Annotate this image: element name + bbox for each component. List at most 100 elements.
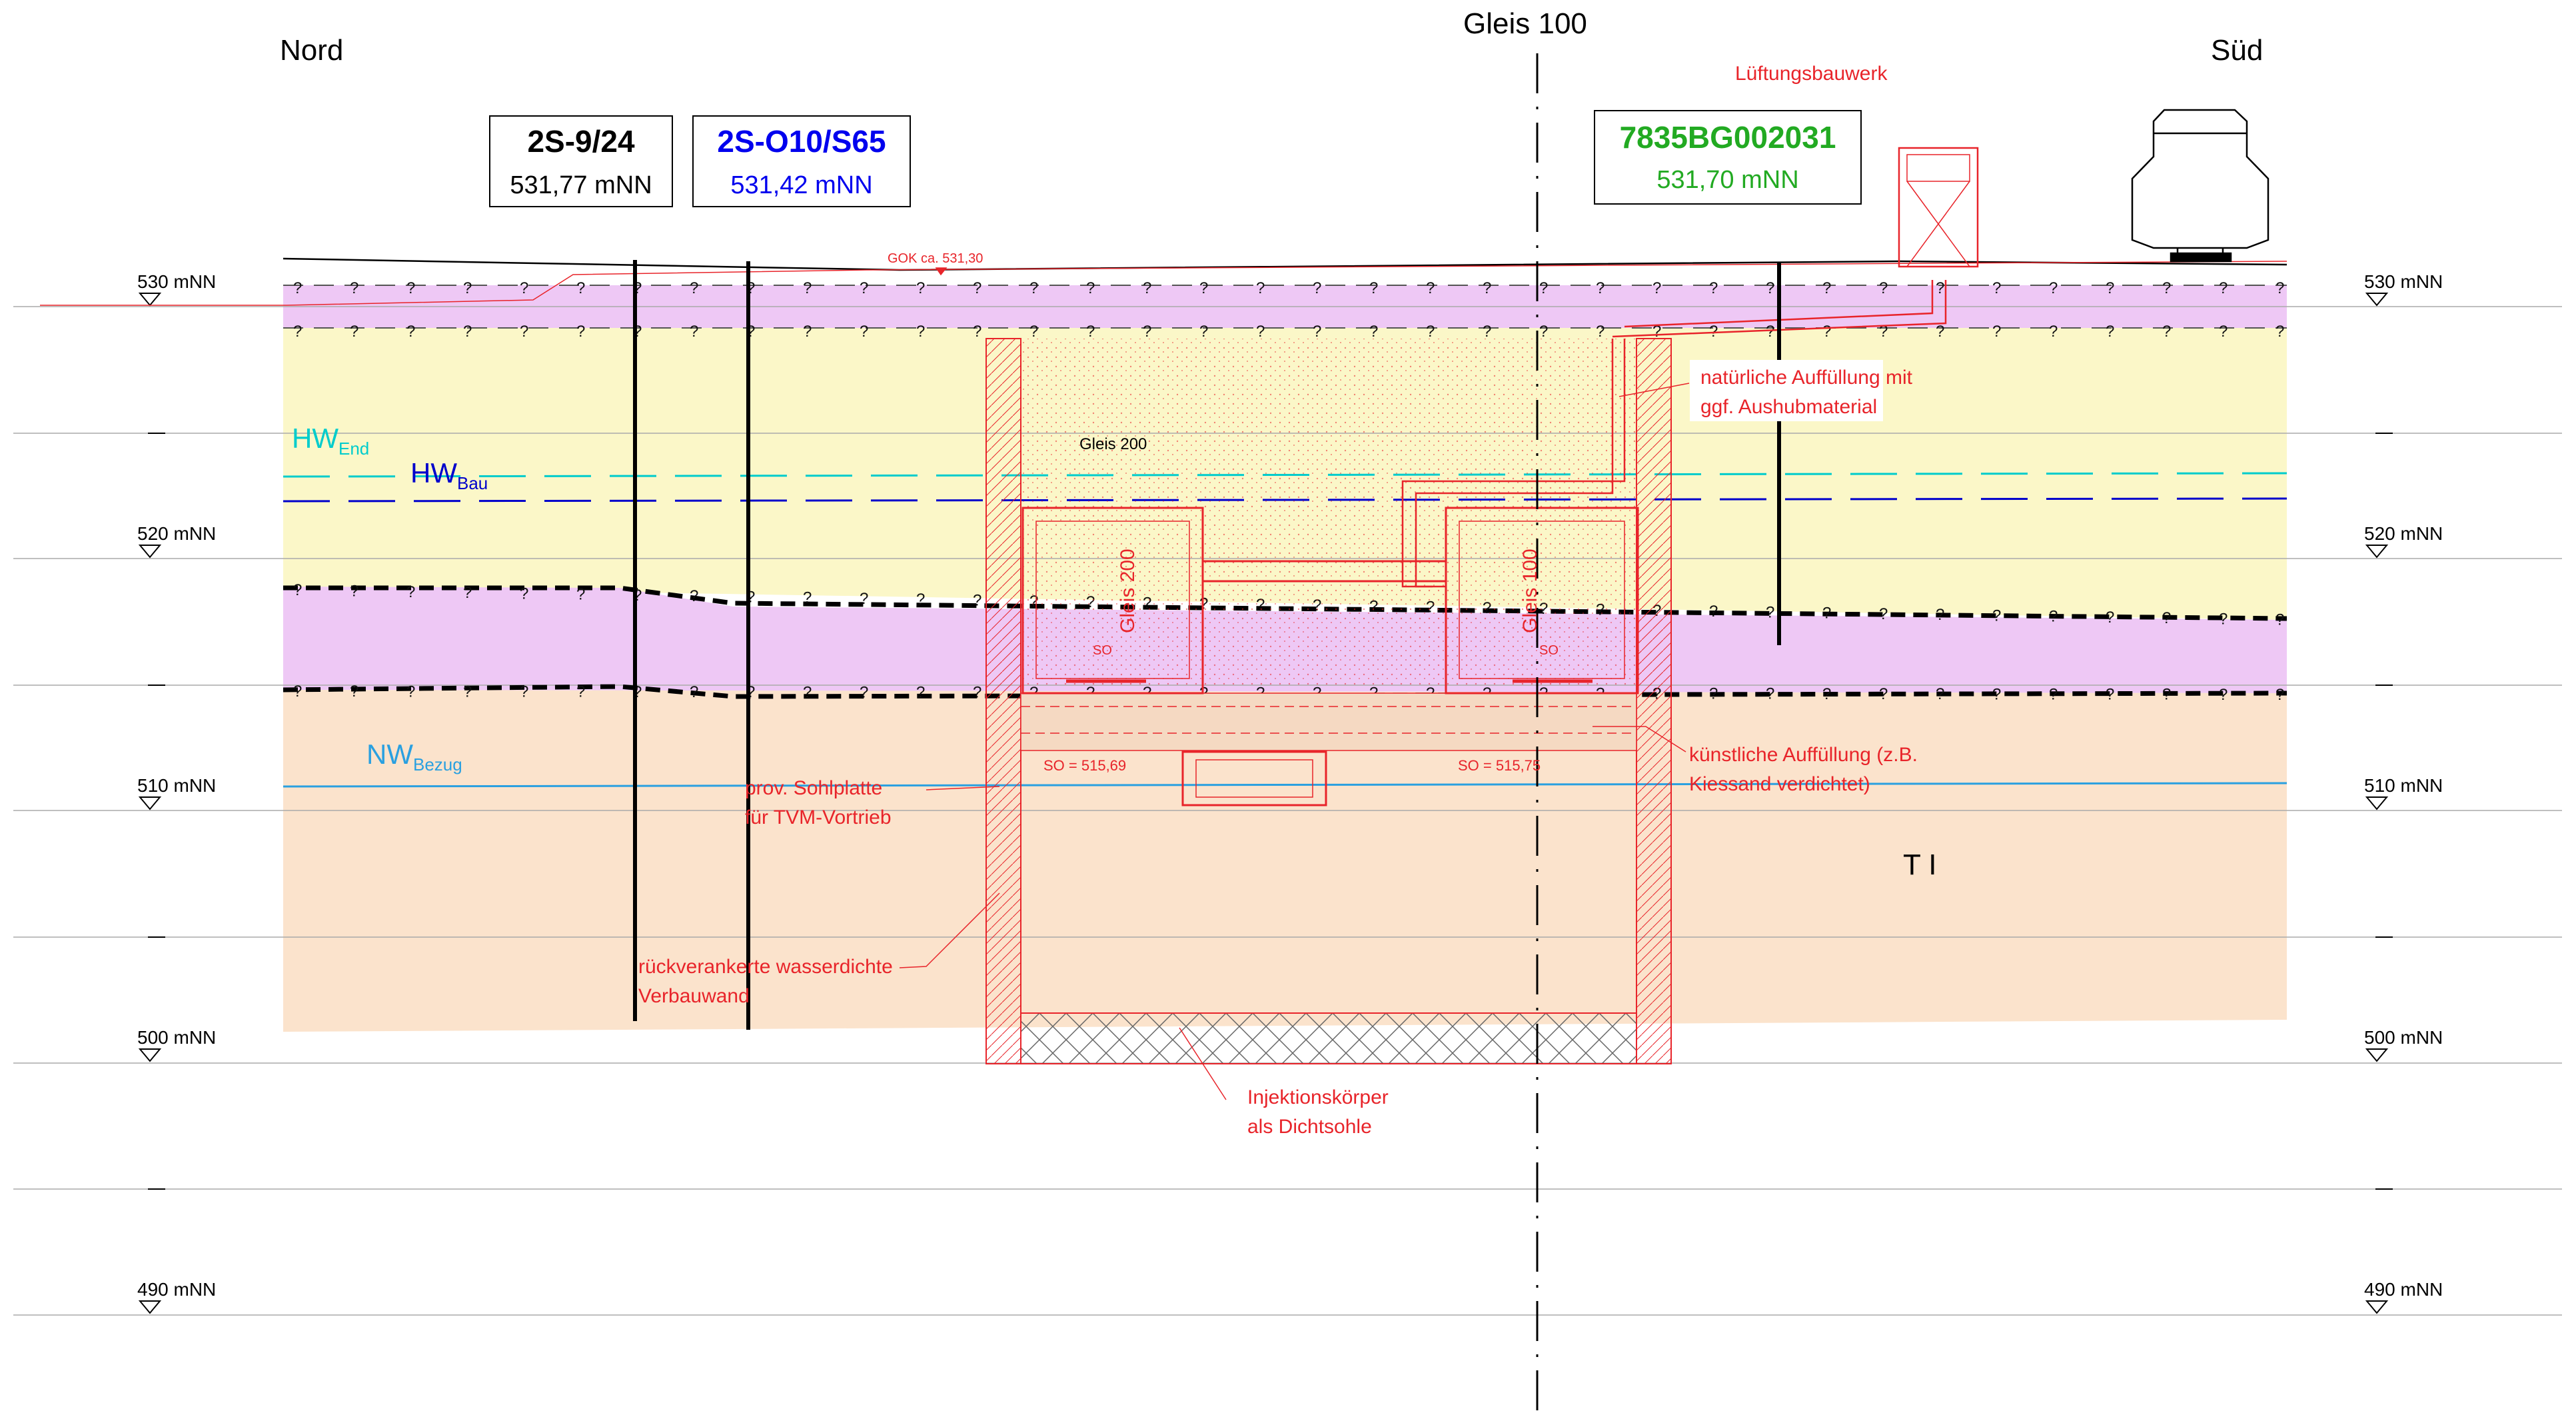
- uncertainty-mark: ?: [1936, 685, 1944, 703]
- artificial-fill-label-2: Kiessand verdichtet): [1689, 773, 1870, 795]
- uncertainty-mark: ?: [973, 323, 981, 341]
- retaining-wall-label-2: Verbauwand: [638, 985, 750, 1007]
- uncertainty-mark: ?: [1822, 605, 1831, 623]
- ground-surface-line: [283, 257, 2287, 271]
- elev-marker-icon: [138, 1048, 162, 1062]
- left-elevation-labels: 530 mNN 520 mNN 510 mNN 500 mNN 490 mNN: [137, 271, 216, 1314]
- south-retaining-wall: [1636, 338, 1672, 1064]
- uncertainty-mark: ?: [1483, 279, 1491, 297]
- uncertainty-mark: ?: [1199, 279, 1208, 297]
- uncertainty-mark: ?: [2219, 686, 2228, 704]
- right-elevation-labels: 530 mNN 520 mNN 510 mNN 500 mNN 490 mNN: [2364, 271, 2443, 1314]
- uncertainty-mark: ?: [1709, 603, 1718, 621]
- uncertainty-mark: ?: [576, 586, 585, 604]
- so-mark-left: SO: [1093, 643, 1112, 658]
- borehole-label-7835bg002031: 7835BG002031 531,70 mNN: [1594, 110, 1862, 205]
- uncertainty-mark: ?: [520, 279, 528, 297]
- uncertainty-mark: ?: [1709, 685, 1718, 703]
- natural-fill-label-1: natürliche Auffüllung mit: [1700, 367, 1913, 389]
- uncertainty-mark: ?: [1766, 685, 1774, 703]
- gleis-200-vertical-label: Gleis 200: [1117, 549, 1139, 633]
- uncertainty-mark: ?: [1879, 685, 1888, 703]
- uncertainty-mark: ?: [520, 683, 528, 701]
- retaining-wall-label-1: rückverankerte wasserdichte: [638, 956, 893, 978]
- uncertainty-mark: ?: [1992, 685, 2001, 703]
- uncertainty-mark: ?: [803, 279, 812, 297]
- uncertainty-mark: ?: [1879, 605, 1888, 623]
- svg-text:531,70 mNN: 531,70 mNN: [1656, 166, 1798, 194]
- uncertainty-mark: ?: [576, 683, 585, 701]
- uncertainty-mark: ?: [1766, 603, 1774, 621]
- uncertainty-mark: ?: [293, 279, 302, 297]
- uncertainty-mark: ?: [1369, 323, 1378, 341]
- uncertainty-mark: ?: [860, 683, 868, 701]
- uncertainty-mark: ?: [803, 323, 812, 341]
- elev-left-530: 530 mNN: [137, 271, 216, 292]
- minor-tick-marks: [148, 433, 2393, 1190]
- uncertainty-mark: ?: [1426, 323, 1435, 341]
- uncertainty-mark: ?: [2219, 323, 2228, 341]
- uncertainty-mark: ?: [1029, 279, 1038, 297]
- uncertainty-mark: ?: [2106, 279, 2114, 297]
- natural-fill-label-2: ggf. Aushubmaterial: [1700, 396, 1877, 418]
- uncertainty-mark: ?: [1029, 323, 1038, 341]
- uncertainty-mark: ?: [1313, 279, 1321, 297]
- uncertainty-mark: ?: [1936, 606, 1944, 624]
- uncertainty-mark: ?: [1086, 323, 1095, 341]
- svg-text:2S-O10/S65: 2S-O10/S65: [717, 124, 886, 159]
- uncertainty-mark: ?: [803, 589, 812, 607]
- injection-label-1: Injektionskörper: [1247, 1086, 1389, 1108]
- uncertainty-mark: ?: [2049, 608, 2058, 626]
- uncertainty-mark: ?: [1539, 323, 1548, 341]
- elev-marker-icon: [138, 545, 162, 559]
- lueftungsbauwerk-label: Lüftungsbauwerk: [1735, 63, 1888, 85]
- uncertainty-mark: ?: [690, 587, 698, 605]
- uncertainty-mark: ?: [973, 279, 981, 297]
- elev-marker-icon: [138, 293, 162, 307]
- uncertainty-mark: ?: [2162, 279, 2171, 297]
- uncertainty-mark: ?: [350, 582, 358, 600]
- uncertainty-mark: ?: [520, 323, 528, 341]
- so-left-label: SO = 515,69: [1043, 757, 1126, 774]
- so-right-label: SO = 515,75: [1458, 757, 1541, 774]
- uncertainty-mark: ?: [576, 323, 585, 341]
- uncertainty-mark: ?: [973, 591, 981, 609]
- elev-left-520: 520 mNN: [137, 523, 216, 544]
- uncertainty-mark: ?: [1256, 279, 1265, 297]
- elev-marker-icon: [138, 1300, 162, 1314]
- uncertainty-mark: ?: [406, 279, 415, 297]
- uncertainty-mark: ?: [293, 683, 302, 701]
- base-slab-label-1: prov. Sohlplatte: [745, 777, 882, 799]
- uncertainty-mark: ?: [520, 585, 528, 603]
- uncertainty-mark: ?: [1199, 323, 1208, 341]
- uncertainty-mark: ?: [1992, 279, 2001, 297]
- uncertainty-mark: ?: [2162, 323, 2171, 341]
- uncertainty-mark: ?: [1596, 279, 1605, 297]
- uncertainty-mark: ?: [2106, 609, 2114, 627]
- uncertainty-mark: ?: [2275, 686, 2284, 704]
- svg-text:7835BG002031: 7835BG002031: [1620, 120, 1836, 155]
- so-mark-right: SO: [1539, 643, 1559, 658]
- uncertainty-mark: ?: [350, 683, 358, 701]
- nw-bezug-label: NWBezug: [366, 738, 462, 774]
- uncertainty-mark: ?: [2162, 609, 2171, 627]
- uncertainty-mark: ?: [293, 581, 302, 599]
- uncertainty-mark: ?: [916, 684, 925, 702]
- uncertainty-mark: ?: [916, 279, 925, 297]
- uncertainty-mark: ?: [1652, 279, 1661, 297]
- artificial-fill-label-1: künstliche Auffüllung (z.B.: [1689, 744, 1918, 766]
- uncertainty-mark: ?: [1936, 279, 1944, 297]
- lueftungsbauwerk-outline: [1898, 147, 1979, 268]
- ventilation-structure: [1898, 147, 1979, 268]
- svg-text:531,42 mNN: 531,42 mNN: [730, 171, 872, 199]
- excavation-fill: [1019, 339, 1639, 685]
- uncertainty-mark: ?: [1313, 323, 1321, 341]
- orange-soil-layer: [283, 690, 2287, 1032]
- uncertainty-mark: ?: [406, 583, 415, 601]
- uncertainty-mark: ?: [973, 684, 981, 702]
- uncertainty-mark: ?: [293, 323, 302, 341]
- uncertainty-mark: ?: [1822, 323, 1831, 341]
- elev-left-510: 510 mNN: [137, 775, 216, 796]
- hw-end-label: HWEnd: [292, 423, 369, 459]
- uncertainty-mark: ?: [860, 323, 868, 341]
